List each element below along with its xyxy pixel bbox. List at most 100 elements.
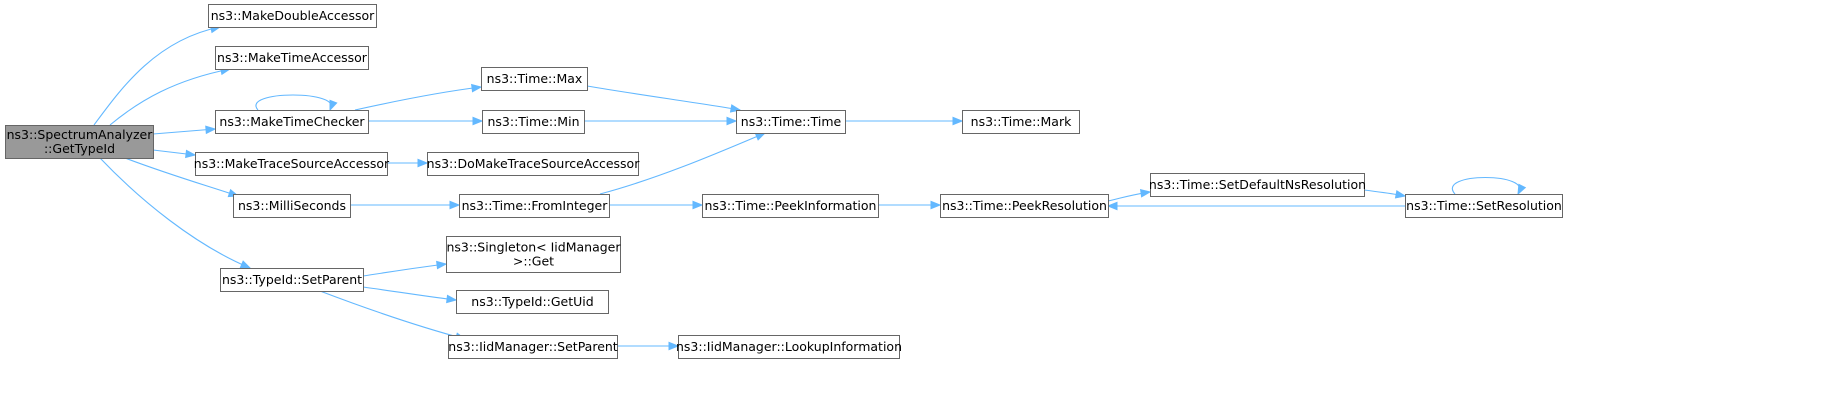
node-box: [5, 125, 154, 159]
edge-arrowhead: [417, 158, 429, 168]
node-label: ns3::IidManager::LookupInformation: [676, 339, 902, 354]
node-label: ns3::MilliSeconds: [238, 198, 346, 213]
node-setdefres[interactable]: ns3::Time::SetDefaultNsResolution: [1149, 173, 1366, 197]
edge-line: [1451, 177, 1521, 195]
edge-peekinfo-to-peekres: [878, 200, 942, 210]
edge-root-to-mktimechk: [152, 125, 217, 135]
edge-arrowhead: [471, 83, 483, 93]
node-label: ns3::Time::PeekResolution: [942, 198, 1107, 213]
node-label: ns3::Time::Mark: [971, 114, 1072, 129]
node-box: [427, 152, 639, 176]
node-getuid[interactable]: ns3::TypeId::GetUid: [456, 290, 609, 314]
node-label: ns3::MakeDoubleAccessor: [211, 8, 375, 23]
edge-line: [255, 94, 332, 111]
node-mktimechk[interactable]: ns3::MakeTimeChecker: [215, 110, 369, 134]
node-tmin[interactable]: ns3::Time::Min: [482, 110, 585, 134]
edge-arrowhead: [239, 260, 252, 269]
node-box: [482, 110, 585, 134]
edge-line: [354, 86, 482, 111]
edge-mktimechk-to-tmax: [354, 83, 483, 111]
node-label: ns3::IidManager::SetParent: [448, 339, 618, 354]
edge-line: [319, 290, 466, 340]
node-label: ns3::TypeId::SetParent: [222, 272, 362, 287]
node-mktrace[interactable]: ns3::MakeTraceSourceAccessor: [194, 152, 390, 176]
node-box: [736, 110, 846, 134]
edge-tmin-to-ttime: [584, 116, 738, 126]
node-mkdouble[interactable]: ns3::MakeDoubleAccessor: [208, 4, 377, 28]
edge-line: [152, 128, 216, 135]
node-label: ns3::TypeId::GetUid: [471, 294, 593, 309]
edge-arrowhead: [449, 200, 461, 210]
edge-setparent-to-singleton: [362, 260, 448, 277]
edge-line: [99, 157, 251, 269]
edge-arrowhead: [446, 294, 458, 304]
node-label: ns3::Time::SetResolution: [1406, 198, 1562, 213]
node-label: ns3::Time::Min: [487, 114, 579, 129]
edge-root-to-setparent: [99, 157, 252, 269]
node-box: [215, 46, 369, 70]
node-label: ns3::MakeTimeChecker: [219, 114, 365, 129]
edge-arrowhead: [952, 116, 964, 126]
edge-mktimechk-to-tmin: [368, 116, 484, 126]
edge-line: [109, 68, 231, 126]
edge-arrowhead: [726, 116, 738, 126]
edge-arrowhead: [472, 116, 484, 126]
edge-arrowhead: [1139, 189, 1152, 198]
node-tmax[interactable]: ns3::Time::Max: [481, 67, 588, 91]
node-fromint[interactable]: ns3::Time::FromInteger: [459, 194, 610, 218]
node-root[interactable]: ns3::SpectrumAnalyzer::GetTypeId: [5, 125, 154, 159]
edge-arrowhead: [185, 149, 197, 159]
node-mktimeacc[interactable]: ns3::MakeTimeAccessor: [215, 46, 369, 70]
edge-arrowhead: [754, 132, 767, 141]
edge-arrowhead: [930, 200, 942, 210]
node-box: [446, 236, 621, 273]
edge-peekres-to-setdefres: [1107, 189, 1152, 202]
node-box: [962, 110, 1080, 134]
node-tmark[interactable]: ns3::Time::Mark: [962, 110, 1080, 134]
node-singleton[interactable]: ns3::Singleton< IidManager>::Get: [446, 236, 621, 273]
node-ttime[interactable]: ns3::Time::Time: [736, 110, 846, 134]
edge-arrowhead: [1106, 201, 1118, 211]
edge-arrowhead: [205, 125, 217, 135]
edge-line: [93, 26, 221, 126]
edge-setres-to-peekres: [1106, 201, 1405, 211]
edge-line: [362, 286, 457, 301]
node-box: [456, 290, 609, 314]
node-label: ns3::DoMakeTraceSourceAccessor: [427, 156, 641, 171]
node-box: [448, 335, 618, 359]
node-label: >::Get: [513, 254, 554, 269]
edge-root-to-mkdouble: [93, 24, 222, 126]
edge-mktrace-to-domktrace: [387, 158, 429, 168]
edge-arrowhead: [692, 200, 704, 210]
node-millis[interactable]: ns3::MilliSeconds: [233, 194, 351, 218]
edge-line: [586, 85, 741, 111]
node-iidsetparent[interactable]: ns3::IidManager::SetParent: [448, 335, 618, 359]
node-box: [208, 4, 377, 28]
edge-fromint-to-ttime: [599, 132, 767, 195]
node-box: [1405, 194, 1563, 218]
edge-iidsetparent-to-lookup: [617, 341, 680, 351]
node-box: [940, 194, 1109, 218]
edge-setres-to-setres: [1451, 177, 1527, 196]
edge-root-to-mktrace: [152, 149, 197, 159]
node-box: [678, 335, 900, 359]
node-box: [481, 67, 588, 91]
edge-line: [124, 157, 239, 197]
node-box: [1150, 173, 1365, 197]
node-domktrace[interactable]: ns3::DoMakeTraceSourceAccessor: [427, 152, 641, 176]
node-peekinfo[interactable]: ns3::Time::PeekInformation: [702, 194, 879, 218]
node-peekres[interactable]: ns3::Time::PeekResolution: [940, 194, 1109, 218]
node-setres[interactable]: ns3::Time::SetResolution: [1405, 194, 1563, 218]
nodes-layer: ns3::SpectrumAnalyzer::GetTypeIdns3::Mak…: [5, 4, 1563, 359]
edge-setdefres-to-setres: [1363, 189, 1407, 199]
edge-arrowhead: [436, 260, 448, 270]
node-setparent[interactable]: ns3::TypeId::SetParent: [220, 268, 364, 292]
node-label: ns3::Time::PeekInformation: [705, 198, 877, 213]
edge-fromint-to-peekinfo: [609, 200, 704, 210]
node-label: ns3::SpectrumAnalyzer: [7, 127, 154, 142]
node-lookup[interactable]: ns3::IidManager::LookupInformation: [676, 335, 902, 359]
edge-ttime-to-tmark: [845, 116, 964, 126]
node-box: [233, 194, 351, 218]
edge-mktimechk-to-mktimechk: [255, 94, 338, 112]
